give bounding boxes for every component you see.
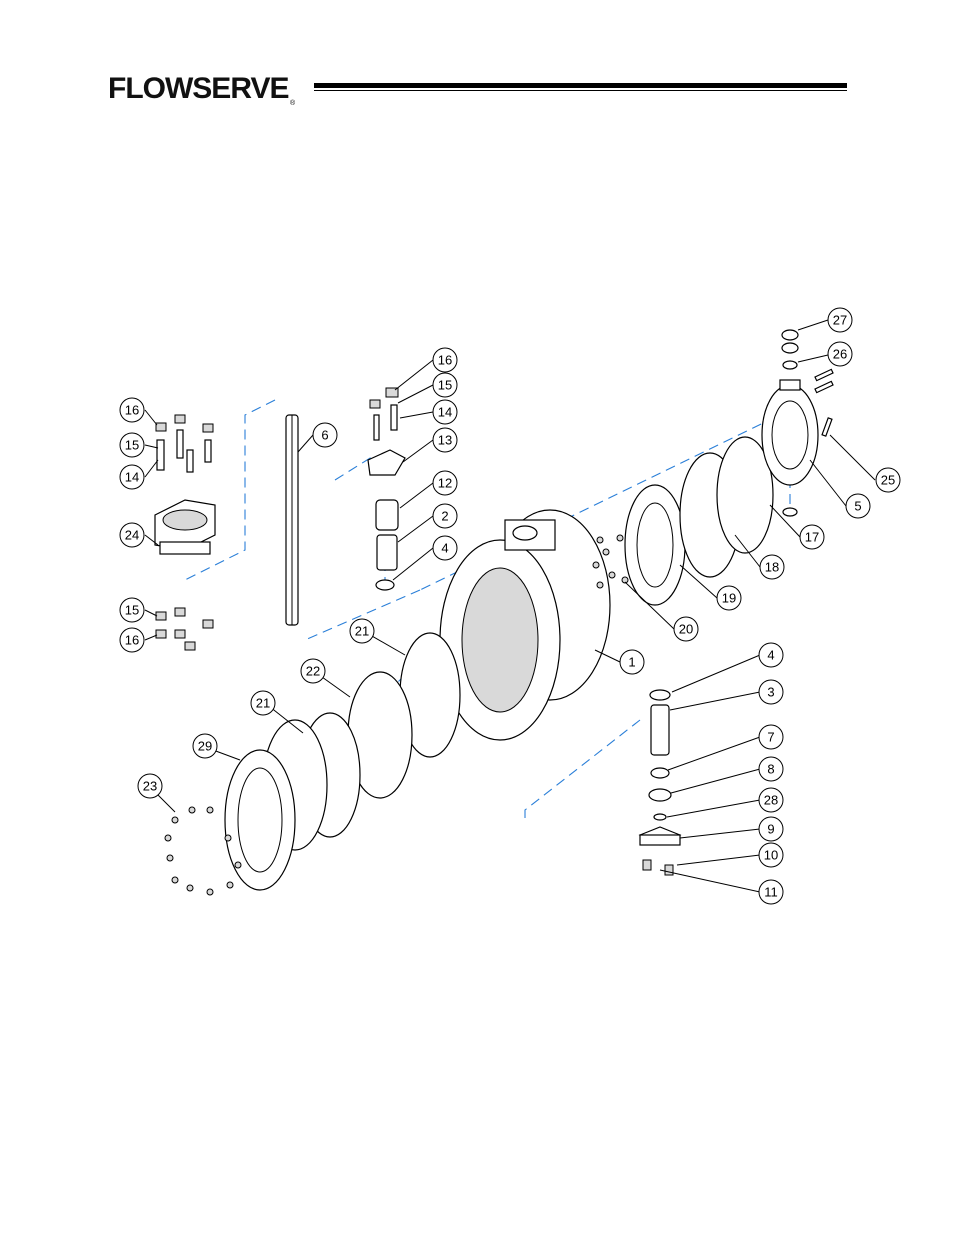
top-washers xyxy=(781,329,799,517)
callout-7: 7 xyxy=(758,724,784,750)
callout-16-bracket: 16 xyxy=(119,397,145,423)
gasket-part-17 xyxy=(716,436,774,554)
svg-text:27: 27 xyxy=(833,313,847,328)
svg-text:6: 6 xyxy=(321,428,328,443)
callout-6: 6 xyxy=(312,422,338,448)
svg-text:25: 25 xyxy=(881,473,895,488)
callout-14-bracket: 14 xyxy=(119,464,145,490)
callout-25: 25 xyxy=(875,467,901,493)
leader-lines xyxy=(144,319,876,893)
header-rule xyxy=(314,83,847,88)
bracket-bolts-upper xyxy=(155,414,214,473)
callout-15-gland: 15 xyxy=(432,372,458,398)
callout-3: 3 xyxy=(758,679,784,705)
bracket-nuts-lower xyxy=(155,607,214,651)
callout-16-gland: 16 xyxy=(432,347,458,373)
svg-text:29: 29 xyxy=(198,739,212,754)
shaft-part-6 xyxy=(285,414,299,626)
callout-27: 27 xyxy=(827,307,853,333)
svg-text:5: 5 xyxy=(854,499,861,514)
svg-text:15: 15 xyxy=(125,603,139,618)
svg-text:4: 4 xyxy=(441,541,448,556)
svg-text:23: 23 xyxy=(143,779,157,794)
svg-text:8: 8 xyxy=(767,762,774,777)
callout-24: 24 xyxy=(119,522,145,548)
svg-text:16: 16 xyxy=(125,633,139,648)
svg-text:9: 9 xyxy=(767,822,774,837)
svg-text:17: 17 xyxy=(805,530,819,545)
callout-11: 11 xyxy=(758,879,784,905)
mounting-bracket-part-24 xyxy=(154,499,216,555)
svg-text:18: 18 xyxy=(765,560,779,575)
svg-text:21: 21 xyxy=(256,696,270,711)
svg-text:12: 12 xyxy=(438,476,452,491)
callout-14-gland: 14 xyxy=(432,399,458,425)
svg-text:13: 13 xyxy=(438,433,452,448)
svg-text:14: 14 xyxy=(125,470,139,485)
callout-13: 13 xyxy=(432,427,458,453)
exploded-valve-diagram: 27 26 25 5 17 18 19 20 1 16 15 14 13 12 … xyxy=(119,307,901,905)
page-header: FLOWSERVE ® xyxy=(0,0,954,120)
lower-bearing-stack xyxy=(638,689,682,876)
retaining-flange-part-19 xyxy=(624,484,686,606)
svg-text:16: 16 xyxy=(438,353,452,368)
cover-plate-part-5 xyxy=(761,379,819,486)
svg-text:21: 21 xyxy=(355,624,369,639)
svg-text:3: 3 xyxy=(767,685,774,700)
callout-15-bracket: 15 xyxy=(119,432,145,458)
callout-18: 18 xyxy=(759,554,785,580)
callout-bubbles: 27 26 25 5 17 18 19 20 1 16 15 14 13 12 … xyxy=(119,307,901,905)
callout-19: 19 xyxy=(716,585,742,611)
valve-body-part-1 xyxy=(439,509,611,741)
callout-9: 9 xyxy=(758,816,784,842)
registered-mark: ® xyxy=(290,100,296,107)
callout-4-lower: 4 xyxy=(758,642,784,668)
callout-10: 10 xyxy=(758,842,784,868)
svg-text:7: 7 xyxy=(767,730,774,745)
svg-text:15: 15 xyxy=(438,378,452,393)
callout-21-lower: 21 xyxy=(250,690,276,716)
gland-stack xyxy=(367,387,406,591)
callout-23: 23 xyxy=(137,773,163,799)
cover-bolts-part-25 xyxy=(814,368,834,437)
svg-text:11: 11 xyxy=(764,885,778,900)
callout-1: 1 xyxy=(619,649,645,675)
svg-text:28: 28 xyxy=(764,793,778,808)
callout-15-lower: 15 xyxy=(119,597,145,623)
flowserve-logo: FLOWSERVE xyxy=(108,72,289,105)
svg-text:24: 24 xyxy=(125,528,139,543)
callout-28: 28 xyxy=(758,787,784,813)
callout-20: 20 xyxy=(673,616,699,642)
svg-text:15: 15 xyxy=(125,438,139,453)
callout-12: 12 xyxy=(432,470,458,496)
svg-text:26: 26 xyxy=(833,347,847,362)
callout-16-lower: 16 xyxy=(119,627,145,653)
svg-text:14: 14 xyxy=(438,405,452,420)
callout-8: 8 xyxy=(758,756,784,782)
callout-17: 17 xyxy=(799,524,825,550)
svg-text:16: 16 xyxy=(125,403,139,418)
callout-22: 22 xyxy=(300,658,326,684)
header-rule-thin xyxy=(314,90,847,91)
callout-26: 26 xyxy=(827,341,853,367)
svg-text:1: 1 xyxy=(628,655,635,670)
callout-29: 29 xyxy=(192,733,218,759)
svg-text:10: 10 xyxy=(764,848,778,863)
svg-text:4: 4 xyxy=(767,648,774,663)
callout-21-upper: 21 xyxy=(349,618,375,644)
svg-text:20: 20 xyxy=(679,622,693,637)
svg-text:22: 22 xyxy=(306,664,320,679)
retainer-bolts-part-23 xyxy=(164,806,242,896)
retainer-part-29 xyxy=(224,719,328,891)
svg-text:2: 2 xyxy=(441,509,448,524)
svg-text:19: 19 xyxy=(722,591,736,606)
callout-2: 2 xyxy=(432,503,458,529)
callout-4-upper: 4 xyxy=(432,535,458,561)
callout-5: 5 xyxy=(845,493,871,519)
